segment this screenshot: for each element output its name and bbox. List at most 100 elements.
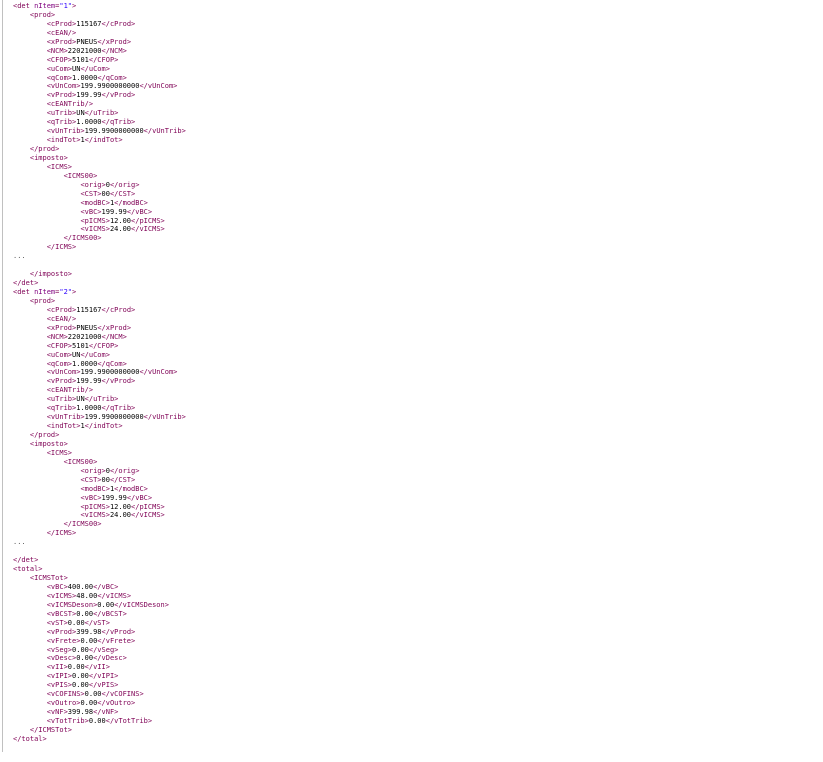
indent	[13, 592, 47, 600]
xml-text-value: 199.9900000000	[84, 413, 144, 422]
indent	[13, 529, 47, 537]
code-line: <imposto>	[13, 154, 186, 163]
indent	[13, 351, 47, 359]
xml-text-value: 0.00	[67, 663, 85, 672]
xml-tag: <vUnCom>	[46, 82, 81, 91]
code-line: <vUnCom>199.9900000000</vUnCom>	[13, 368, 186, 377]
xml-tag: <CST>	[80, 475, 102, 484]
xml-text-value: 399.98	[76, 627, 102, 636]
code-line: <qCom>1.0000</qCom>	[13, 360, 186, 369]
xml-tag: </qCom>	[97, 73, 127, 82]
code-line: <vSeg>0.00</vSeg>	[13, 646, 186, 655]
xml-tag: <cEANTrib/>	[46, 100, 94, 109]
xml-tag: </CFOP>	[88, 341, 119, 350]
indent	[13, 333, 47, 341]
xml-tag: <uCom>	[46, 350, 73, 359]
indent	[13, 601, 47, 609]
code-line: <ICMS00>	[13, 172, 186, 181]
xml-tag: <vSeg>	[46, 645, 73, 654]
xml-tag: </NCM>	[101, 46, 127, 55]
code-line: <ICMS00>	[13, 458, 186, 467]
indent	[13, 619, 47, 627]
code-line: <uCom>UN</uCom>	[13, 351, 186, 360]
code-line: </ICMSTot>	[13, 726, 186, 735]
xml-attribute: nItem	[34, 288, 56, 296]
xml-tag: <CFOP>	[46, 55, 73, 64]
xml-tag: <orig>	[80, 180, 106, 189]
code-line: <vDesc>0.00</vDesc>	[13, 654, 186, 663]
indent	[13, 199, 80, 207]
xml-tag: </vFrete>	[97, 636, 136, 645]
xml-text-value: 24.00	[109, 511, 132, 520]
indent	[13, 637, 47, 645]
code-line: <vUnTrib>199.9900000000</vUnTrib>	[13, 413, 186, 422]
indent	[13, 368, 47, 376]
code-line: <vBC>199.99</vBC>	[13, 208, 186, 217]
code-line: <cProd>115167</cProd>	[13, 20, 186, 29]
indent	[13, 467, 80, 475]
xml-tag: </orig>	[109, 466, 140, 475]
indent	[13, 20, 47, 28]
code-line: <ICMS>	[13, 449, 186, 458]
code-line: </ICMS00>	[13, 234, 186, 243]
xml-tag: <pICMS>	[80, 216, 110, 225]
code-line	[13, 261, 186, 270]
xml-tag: <vCOFINS>	[46, 690, 85, 699]
xml-text-value: 199.99	[101, 207, 127, 216]
xml-text-value: 199.99	[101, 493, 127, 502]
xml-tag: <vUnTrib>	[46, 127, 85, 136]
indent	[13, 386, 47, 394]
xml-tag: </vSeg>	[88, 645, 119, 654]
indent	[13, 583, 47, 591]
xml-tag: <vICMS>	[46, 591, 77, 600]
xml-tag: =	[55, 288, 60, 296]
xml-text-value: 1.0000	[72, 73, 98, 82]
code-line: <vBC>400.00</vBC>	[13, 583, 186, 592]
code-line: <vUnTrib>199.9900000000</vUnTrib>	[13, 127, 186, 136]
xml-text-value: 0.00	[80, 636, 98, 645]
xml-tag: <vNF>	[46, 708, 68, 717]
indent	[13, 431, 30, 439]
xml-tag: </vBCST>	[93, 609, 127, 618]
code-line: <vProd>399.98</vProd>	[13, 628, 186, 637]
xml-tag: </CST>	[109, 475, 136, 484]
xml-tag: <vUnTrib>	[46, 413, 85, 422]
xml-tag: <vBC>	[46, 582, 68, 591]
xml-tag: <vST>	[46, 618, 68, 627]
ellipsis: ...	[13, 252, 26, 261]
xml-text-value: 0.00	[72, 681, 89, 690]
xml-tag: </vUnTrib>	[143, 413, 186, 422]
xml-tag: </vBC>	[93, 582, 119, 591]
code-line: <cEAN/>	[13, 315, 186, 324]
xml-text-value: 115167	[76, 19, 102, 28]
xml-tag: </vICMS>	[97, 591, 132, 600]
xml-tag: <vFrete>	[46, 636, 81, 645]
xml-tag: <imposto>	[29, 153, 68, 162]
xml-text-value: 22021000	[67, 46, 102, 55]
code-line: ...	[13, 538, 186, 547]
xml-text-value: 199.9900000000	[84, 127, 144, 136]
code-line: <vICMS>24.00</vICMS>	[13, 511, 186, 520]
xml-attribute-value: "1"	[59, 2, 73, 10]
xml-text-value: 1.0000	[76, 118, 102, 127]
indent	[13, 234, 64, 242]
indent	[13, 610, 47, 618]
xml-tag: <ICMS>	[46, 448, 73, 457]
code-line: <vICMS>24.00</vICMS>	[13, 225, 186, 234]
indent	[13, 38, 47, 46]
xml-tag: <qTrib>	[46, 404, 77, 413]
xml-tag: <vDesc>	[46, 654, 77, 663]
xml-tag: <vBC>	[80, 207, 102, 216]
xml-text-value: 199.9900000000	[80, 368, 140, 377]
xml-tag: </indTot>	[84, 422, 123, 431]
xml-tag: <vICMSDeson>	[46, 600, 98, 609]
xml-tag: </CST>	[109, 189, 136, 198]
code-line: <xProd>PNEUS</xProd>	[13, 324, 186, 333]
xml-tag: <ICMS>	[46, 162, 73, 171]
xml-tag: </prod>	[29, 145, 60, 153]
xml-tag: <qCom>	[46, 73, 73, 82]
code-line: <vNF>399.98</vNF>	[13, 708, 186, 717]
indent	[13, 172, 64, 180]
indent	[13, 422, 47, 430]
